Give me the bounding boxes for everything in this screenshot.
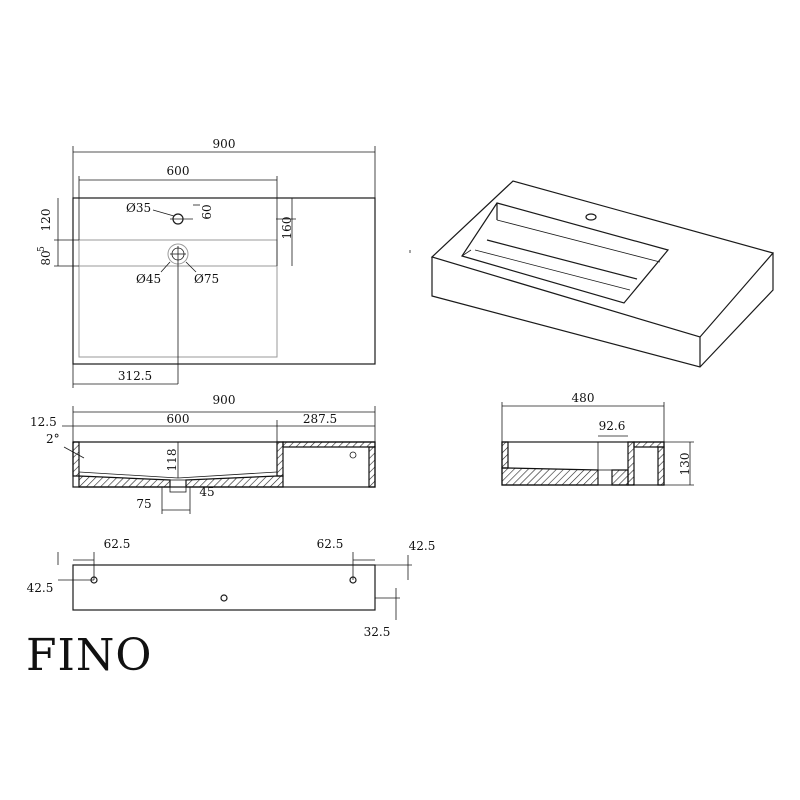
plan-drain-from-left-label: 312.5: [118, 369, 152, 383]
front-section: 900 600 287.5 12.5 2° 118 75 45: [30, 393, 376, 514]
front-bowl-width-label: 600: [167, 412, 190, 426]
plan-outline: [72, 197, 376, 365]
brand-logo: FINO: [26, 630, 152, 681]
back-left-bracket-label: 62.5: [104, 537, 131, 551]
plan-width-label: 900: [213, 137, 236, 151]
logo-text: FINO: [26, 630, 152, 681]
tap-hole-side-label: 60: [200, 204, 214, 219]
front-slope-label: 2°: [46, 432, 60, 446]
side-depth-label: 480: [572, 391, 595, 405]
side-section: 480 92.6 130: [501, 391, 694, 486]
back-right-bracket-label: 62.5: [317, 537, 344, 551]
front-width-label: 900: [213, 393, 236, 407]
plan-drain-offset-label: 80: [39, 250, 53, 265]
back-bottom-offset-label: 32.5: [364, 625, 391, 639]
side-height-label: 130: [678, 453, 692, 476]
plan-view: 900 600 120 80 5 Ø35 60 160 Ø45 Ø75 31: [37, 137, 376, 388]
plan-drain-depth-label: 160: [280, 217, 294, 240]
isometric-view: [409, 180, 775, 368]
front-left-wall-label: 12.5: [30, 415, 57, 429]
back-view: 62.5 62.5 42.5 42.5 32.5: [27, 537, 436, 639]
plan-small-offset-label: 5: [37, 246, 47, 252]
drain-inner-dia-label: Ø45: [136, 272, 161, 286]
side-inset-label: 92.6: [599, 419, 626, 433]
tap-hole-dia-label: Ø35: [126, 201, 151, 215]
front-drain-left-label: 75: [136, 497, 151, 511]
front-right-shelf-label: 287.5: [303, 412, 337, 426]
plan-bowl-width-label: 600: [167, 164, 190, 178]
front-drain-width-label: 45: [199, 485, 214, 499]
drain-outer-dia-label: Ø75: [194, 272, 219, 286]
back-left-offset-label: 42.5: [27, 581, 54, 595]
front-bowl-depth-label: 118: [165, 449, 179, 472]
iso-tap-hole-icon: [585, 213, 597, 221]
plan-tap-offset-label: 120: [39, 209, 53, 232]
center-hole-icon: [220, 594, 228, 602]
back-right-offset-label: 42.5: [409, 539, 436, 553]
